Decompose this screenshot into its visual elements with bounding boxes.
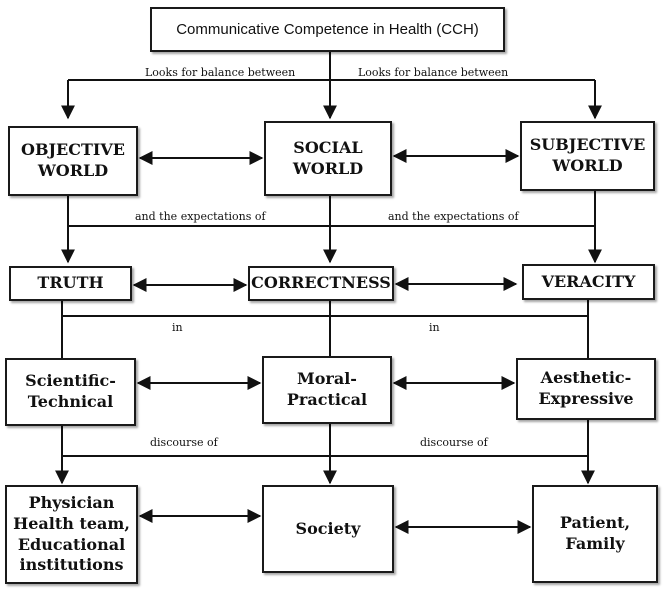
veracity-box: VERACITY xyxy=(522,264,655,300)
society-box: Society xyxy=(262,485,394,573)
title-text: Communicative Competence in Health (CCH) xyxy=(176,20,479,38)
correctness-label: CORRECTNESS xyxy=(251,273,391,293)
correctness-box: CORRECTNESS xyxy=(248,266,394,301)
label-discourse-right: discourse of xyxy=(420,436,488,449)
subjective-world-label: SUBJECTIVE WORLD xyxy=(529,135,646,175)
moral-practical-box: Moral- Practical xyxy=(262,356,392,424)
objective-world-label: OBJECTIVE WORLD xyxy=(21,140,125,180)
truth-box: TRUTH xyxy=(9,266,132,301)
moral-practical-label: Moral- Practical xyxy=(286,369,368,409)
label-in-right: in xyxy=(429,321,440,334)
aesthetic-expressive-box: Aesthetic- Expressive xyxy=(516,358,656,420)
physician-label: Physician Health team, Educational insti… xyxy=(13,492,130,575)
subjective-world-box: SUBJECTIVE WORLD xyxy=(520,121,655,191)
patient-family-label: Patient, Family xyxy=(559,513,631,553)
truth-label: TRUTH xyxy=(37,273,104,293)
aesthetic-expressive-label: Aesthetic- Expressive xyxy=(538,368,634,408)
label-expectations-right: and the expectations of xyxy=(388,210,519,223)
label-balance-left: Looks for balance between xyxy=(145,66,296,79)
label-expectations-left: and the expectations of xyxy=(135,210,266,223)
label-discourse-left: discourse of xyxy=(150,436,218,449)
social-world-box: SOCIAL WORLD xyxy=(264,121,392,196)
scientific-technical-label: Scientific- Technical xyxy=(25,371,116,411)
physician-box: Physician Health team, Educational insti… xyxy=(5,485,138,584)
objective-world-box: OBJECTIVE WORLD xyxy=(8,126,138,196)
society-label: Society xyxy=(295,518,361,538)
patient-family-box: Patient, Family xyxy=(532,485,658,583)
label-in-left: in xyxy=(172,321,183,334)
veracity-label: VERACITY xyxy=(541,271,636,291)
title-box: Communicative Competence in Health (CCH) xyxy=(150,7,505,52)
scientific-technical-box: Scientific- Technical xyxy=(5,358,136,426)
label-balance-right: Looks for balance between xyxy=(358,66,509,79)
social-world-label: SOCIAL WORLD xyxy=(292,137,364,178)
